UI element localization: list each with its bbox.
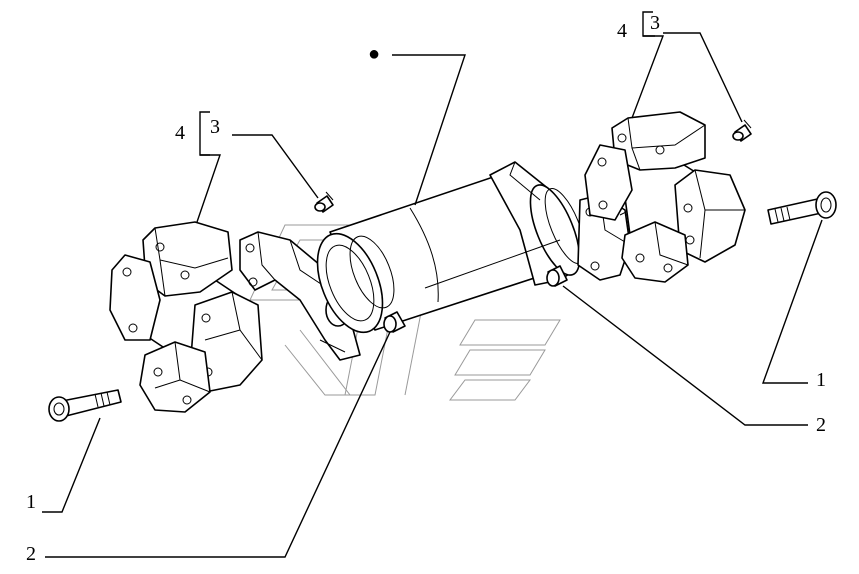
callout-4-left: 4 <box>175 122 185 144</box>
callout-1-right: 1 <box>816 369 826 391</box>
callout-3-right: 3 <box>650 12 660 34</box>
universal-joint-right <box>584 111 746 283</box>
grease-nipple-right <box>732 119 752 142</box>
grease-nipple-left <box>314 191 334 213</box>
callout-2-right: 2 <box>816 414 826 436</box>
fitting-right <box>546 265 568 287</box>
callout-3-left: 3 <box>210 116 220 138</box>
callout-2-left: 2 <box>26 543 36 565</box>
fitting-left <box>383 311 406 333</box>
drive-shaft <box>316 161 586 334</box>
universal-joint-left <box>109 221 263 413</box>
callout-4-right: 4 <box>617 20 627 42</box>
leader-lines <box>42 11 823 558</box>
bolt-left <box>48 389 122 422</box>
bolt-right <box>767 191 837 225</box>
callout-1-left: 1 <box>26 491 36 513</box>
bullet-marker: ● <box>368 43 380 65</box>
callout-labels: ● 4 3 4 3 1 2 1 2 <box>26 12 826 565</box>
